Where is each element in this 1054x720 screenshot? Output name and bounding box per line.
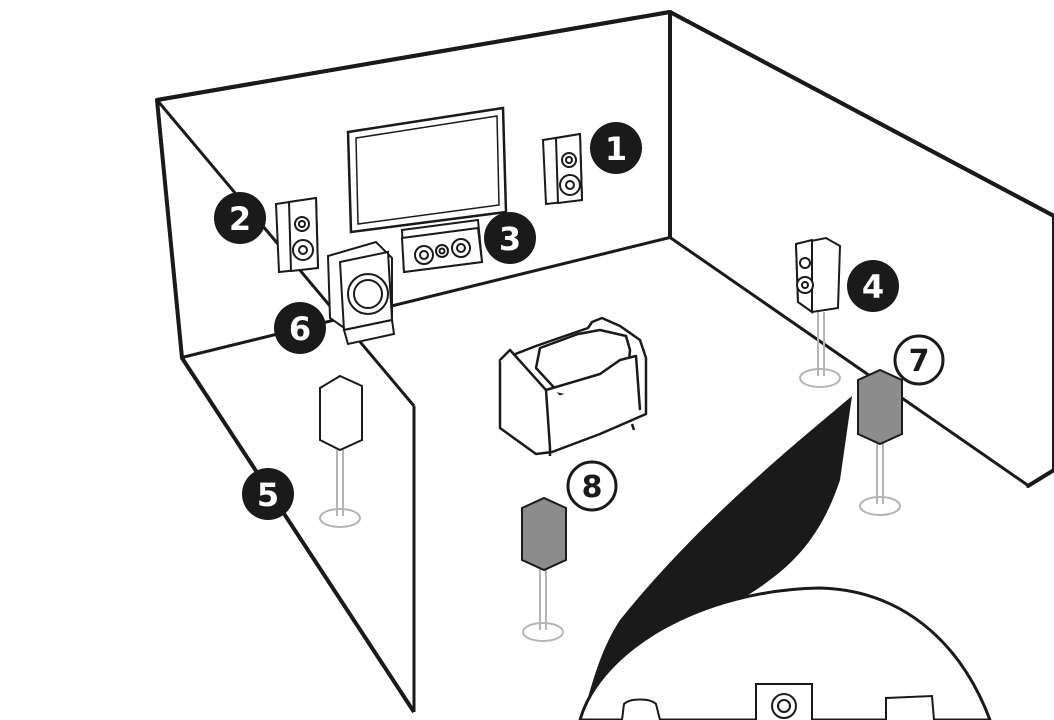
svg-text:4: 4 <box>862 268 884 306</box>
svg-text:8: 8 <box>582 470 603 505</box>
svg-text:3: 3 <box>499 220 521 258</box>
label-badge-7: 7 <box>893 334 945 386</box>
label-badge-6: 6 <box>274 302 326 354</box>
label-badge-8: 8 <box>566 460 618 512</box>
label-badge-2: 2 <box>214 192 266 244</box>
svg-text:2: 2 <box>229 200 251 238</box>
svg-text:5: 5 <box>257 476 279 514</box>
center-speaker <box>400 218 484 274</box>
surround-left-speaker <box>319 374 363 528</box>
tv-icon <box>346 106 508 234</box>
label-badge-5: 5 <box>242 468 294 520</box>
surround-back-right-speaker <box>857 368 903 516</box>
zoom-callout <box>578 396 992 720</box>
surround-back-left-speaker <box>521 496 567 642</box>
sofa-icon <box>498 316 648 456</box>
front-left-speaker <box>274 196 320 274</box>
subwoofer <box>326 240 396 346</box>
surround-right-speaker <box>794 236 842 388</box>
label-badge-1: 1 <box>590 122 642 174</box>
svg-text:6: 6 <box>289 310 311 348</box>
label-badge-3: 3 <box>484 212 536 264</box>
svg-text:7: 7 <box>909 344 930 379</box>
label-badge-4: 4 <box>847 260 899 312</box>
svg-text:1: 1 <box>605 130 627 168</box>
front-right-speaker <box>541 132 584 206</box>
